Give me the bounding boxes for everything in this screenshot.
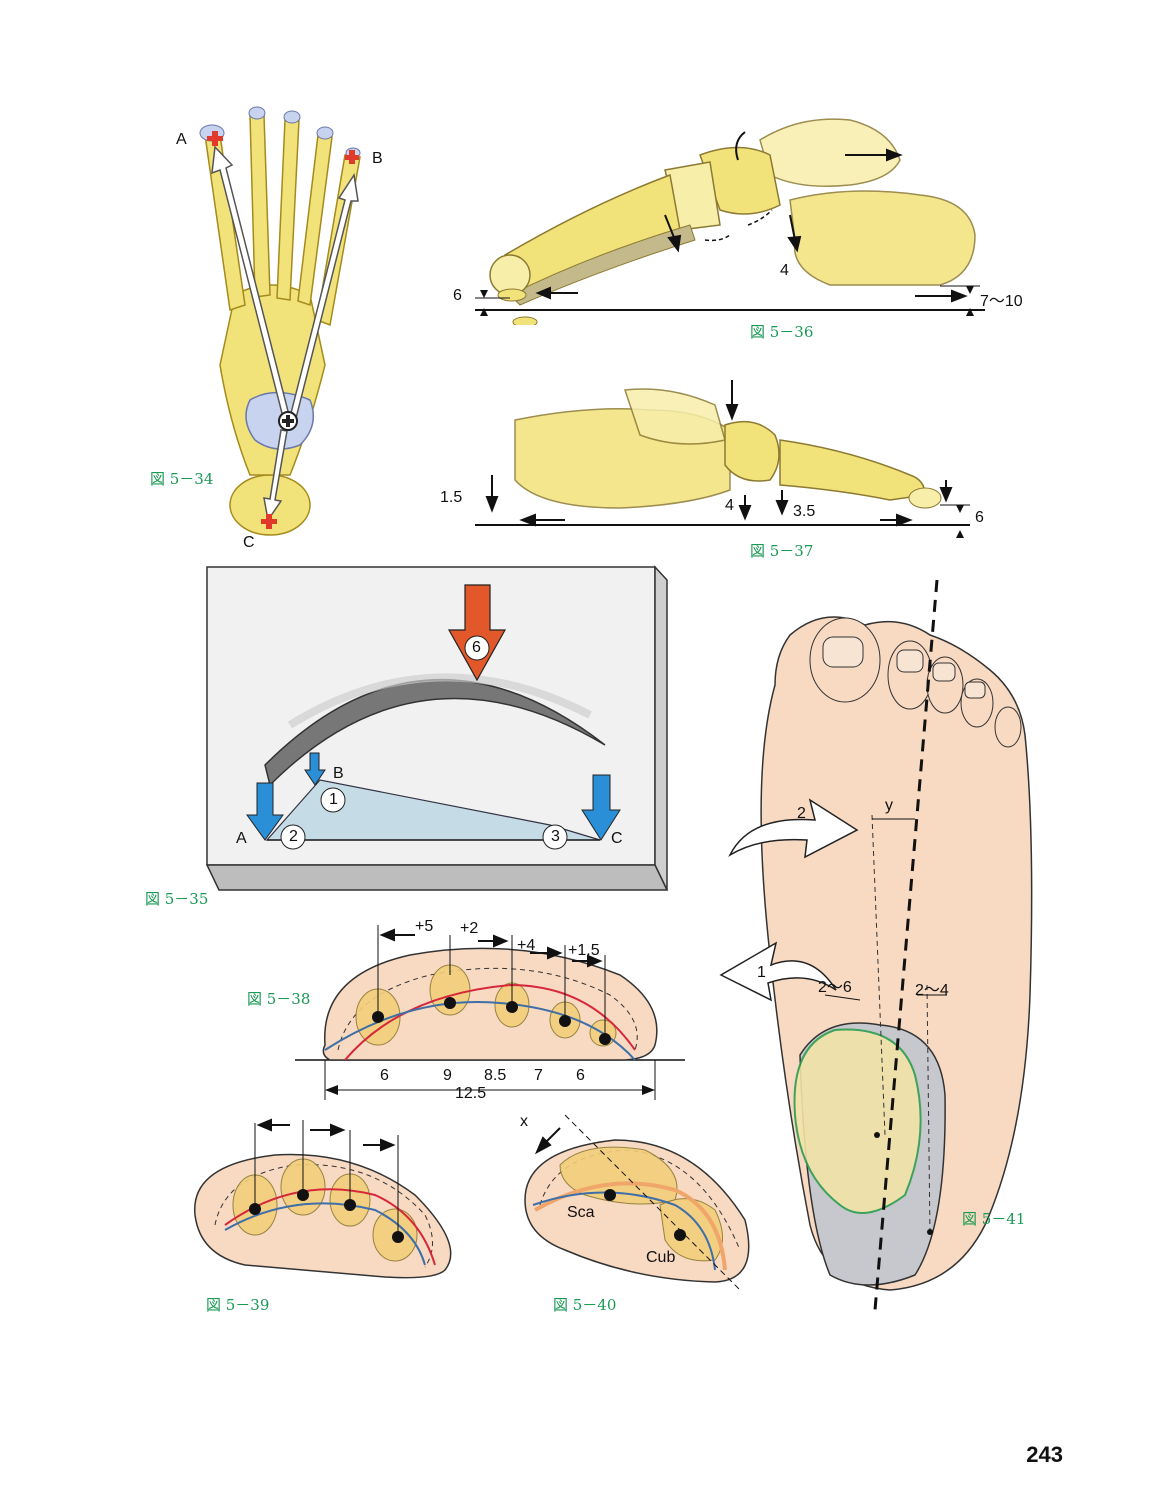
fig-5-36-label-right: 7～10	[980, 293, 1023, 310]
fig-5-35-label-c: C	[611, 830, 623, 847]
fig-5-35-num-3: 3	[551, 828, 560, 845]
figure-5-41-foot-sole	[760, 579, 1033, 1311]
fig-5-40-label-cub: Cub	[646, 1249, 676, 1266]
fig-5-37-label-m2: 3.5	[793, 503, 816, 520]
fig-5-34-label-c: C	[243, 534, 255, 551]
fig-5-38-bottom-5: 6	[576, 1067, 585, 1084]
fig-5-41-arrow-1	[719, 941, 837, 1002]
fig-5-41-arrow-2	[728, 798, 859, 859]
fig-5-41-caption: 図 5－41	[962, 1210, 1026, 1228]
fig-5-36-caption: 図 5－36	[750, 323, 814, 341]
fig-5-38-top-4: +1.5	[568, 942, 600, 959]
fig-5-35-num-1: 1	[329, 791, 338, 808]
fig-5-38-bottom-4: 7	[534, 1067, 543, 1084]
page-number: 243	[1026, 1442, 1063, 1467]
fig-5-37-caption: 図 5－37	[750, 542, 814, 560]
fig-5-35-label-a: A	[236, 830, 247, 847]
fig-5-40-caption: 図 5－40	[553, 1296, 617, 1314]
fig-5-37-label-left: 1.5	[440, 489, 463, 506]
fig-5-38-bottom-3: 8.5	[484, 1067, 507, 1084]
fig-5-39-caption: 図 5－39	[206, 1296, 270, 1314]
fig-5-35-label-b: B	[333, 765, 344, 782]
fig-5-38-bottom-2: 9	[443, 1067, 452, 1084]
fig-5-34-label-a: A	[176, 131, 187, 148]
fig-5-38-top-1: +5	[415, 918, 434, 935]
figure-5-36-foot-side	[475, 118, 985, 325]
fig-5-41-angle-1: 2～6	[818, 979, 852, 996]
fig-5-41-label-y: y	[885, 797, 893, 814]
figure-5-35-arch-tripod	[205, 565, 669, 891]
fig-5-35-caption: 図 5－35	[145, 890, 209, 908]
figure-5-38-cross-section	[295, 925, 685, 1100]
fig-5-37-label-m1: 4	[725, 497, 734, 514]
fig-5-41-angle-2: 2～4	[915, 982, 949, 999]
fig-5-40-label-sca: Sca	[567, 1204, 595, 1221]
fig-5-34-label-b: B	[372, 150, 383, 167]
fig-5-37-label-right: 6	[975, 509, 984, 526]
figure-5-40-cross-section	[524, 1114, 750, 1291]
fig-5-40-label-x: x	[520, 1113, 528, 1130]
fig-5-35-num-2: 2	[289, 828, 298, 845]
fig-5-38-caption: 図 5－38	[247, 990, 311, 1008]
figure-5-37-foot-side	[475, 380, 970, 538]
fig-5-38-total: 12.5	[455, 1085, 487, 1102]
fig-5-34-caption: 図 5－34	[150, 470, 214, 488]
figure-5-34-foot-skeleton	[199, 106, 361, 536]
fig-5-38-top-2: +2	[460, 920, 479, 937]
fig-5-41-label-1: 1	[757, 964, 766, 981]
fig-5-38-bottom-1: 6	[380, 1067, 389, 1084]
figure-5-39-cross-section	[194, 1118, 452, 1279]
fig-5-36-label-mid: 4	[780, 262, 789, 279]
fig-5-36-label-left: 6	[453, 287, 462, 304]
fig-5-35-num-6: 6	[472, 639, 481, 656]
fig-5-38-top-3: +4	[517, 937, 536, 954]
fig-5-41-label-2: 2	[797, 805, 806, 822]
